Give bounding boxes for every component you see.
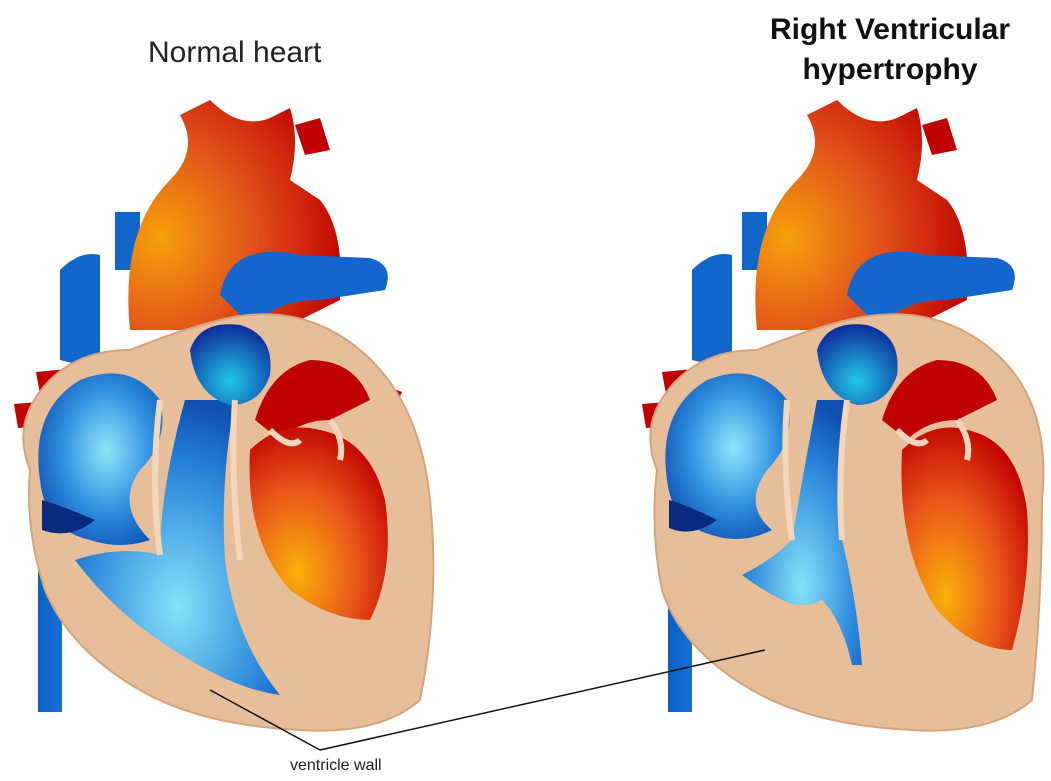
hypertrophy-heart — [642, 100, 1043, 731]
ventricle-wall-label: ventricle wall — [290, 757, 382, 775]
normal-heart — [14, 100, 433, 731]
superior-vena-cava — [60, 254, 100, 370]
aorta-branch — [295, 118, 330, 155]
aorta-branch-2 — [922, 118, 957, 155]
